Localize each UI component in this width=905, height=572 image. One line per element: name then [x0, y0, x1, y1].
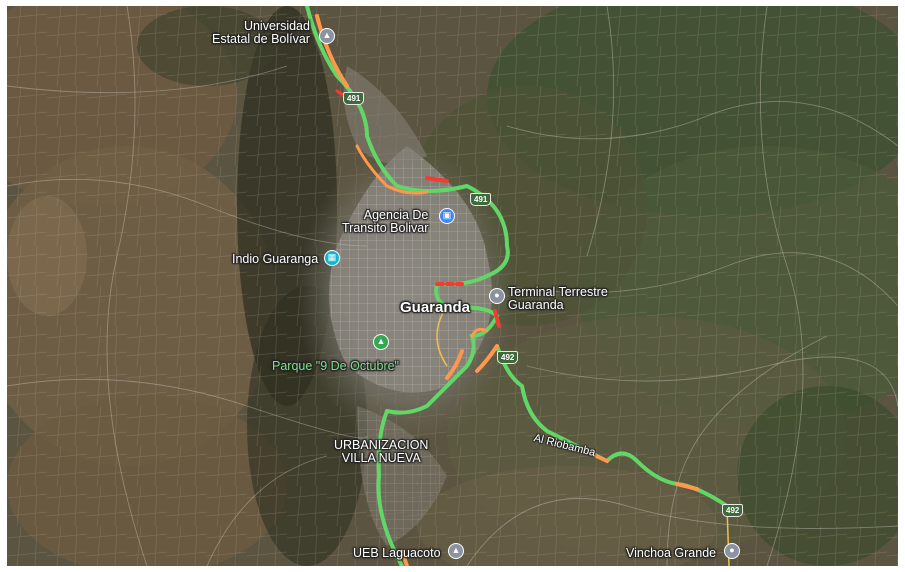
tree-icon: ▲ — [376, 336, 386, 346]
label-ueb-laguacoto[interactable]: UEB Laguacoto — [353, 546, 441, 560]
label-terminal-terrestre[interactable]: Terminal Terrestre Guaranda — [508, 285, 608, 312]
university-pin[interactable]: ▲ — [319, 28, 335, 44]
route-shield-491-east: 491 — [470, 193, 492, 206]
shopping-bag-icon: ▣ — [442, 210, 452, 220]
route-shield-491-north: 491 — [343, 92, 365, 105]
pin-icon: ● — [494, 290, 500, 300]
vinchoa-pin[interactable]: ● — [724, 543, 740, 559]
label-universidad-estatal[interactable]: Universidad Estatal de Bolívar — [212, 19, 310, 46]
terminal-pin[interactable]: ● — [489, 288, 505, 304]
park-pin[interactable]: ▲ — [373, 334, 389, 350]
label-vinchoa-grande[interactable]: Vinchoa Grande — [626, 546, 717, 560]
map-canvas[interactable]: 491 491 492 492 Al Riobamba Universidad … — [7, 6, 898, 566]
traffic-central — [385, 274, 501, 415]
traffic-south — [376, 409, 409, 566]
label-parque-9-de-octubre[interactable]: Parque "9 De Octubre" — [272, 359, 399, 373]
minor-roads — [7, 6, 898, 566]
museum-pin[interactable]: ▦ — [324, 250, 340, 266]
route-shield-492-center: 492 — [497, 351, 519, 364]
label-urbanizacion-villa-nueva[interactable]: URBANIZACION VILLA NUEVA — [334, 438, 429, 465]
pin-icon: ● — [729, 545, 735, 555]
label-agencia-transito[interactable]: Agencia De Transito Bolivar — [342, 208, 429, 235]
traffic-route-492 — [475, 344, 729, 508]
museum-icon: ▦ — [327, 252, 337, 262]
route-shield-492-east: 492 — [722, 504, 744, 517]
graduation-cap-icon: ▲ — [322, 30, 332, 40]
graduation-cap-icon: ▲ — [451, 545, 461, 555]
label-guaranda-city[interactable]: Guaranda — [400, 299, 471, 316]
agency-pin[interactable]: ▣ — [439, 208, 455, 224]
label-indio-guaranga[interactable]: Indio Guaranga — [232, 252, 319, 266]
satellite-map[interactable] — [7, 6, 898, 566]
ueb-pin[interactable]: ▲ — [448, 543, 464, 559]
